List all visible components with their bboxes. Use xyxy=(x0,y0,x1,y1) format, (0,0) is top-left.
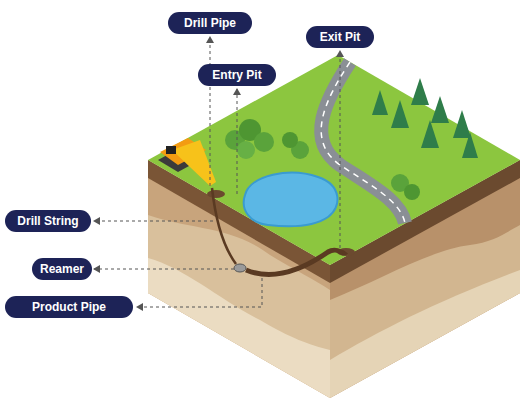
tree-crown xyxy=(404,184,420,200)
pine-tree xyxy=(453,110,471,138)
tree-crown xyxy=(237,141,255,159)
leader-line xyxy=(94,221,213,222)
leader-line xyxy=(137,278,262,307)
tree-crown xyxy=(254,132,274,152)
label-text: Drill String xyxy=(17,214,78,228)
callout-label: Reamer xyxy=(32,258,92,280)
pine-trees xyxy=(372,78,478,158)
pine-tree xyxy=(431,96,449,123)
tree-crown xyxy=(282,132,298,148)
pine-tree xyxy=(411,78,429,105)
label-text: Exit Pit xyxy=(320,30,361,44)
label-text: Reamer xyxy=(40,262,84,276)
drill-string xyxy=(212,188,236,264)
pine-tree xyxy=(462,132,478,158)
rig-boom xyxy=(172,140,216,186)
callout-label: Drill Pipe xyxy=(168,12,252,34)
round-trees xyxy=(225,119,420,200)
label-text: Product Pipe xyxy=(32,300,106,314)
lake xyxy=(244,173,338,227)
pine-tree xyxy=(391,100,409,128)
callout-label: Drill String xyxy=(5,210,91,232)
label-text: Entry Pit xyxy=(212,68,261,82)
road xyxy=(321,62,405,223)
leader-line xyxy=(94,269,234,270)
product-pipe xyxy=(246,250,346,274)
soil-layer xyxy=(330,270,520,398)
pine-tree xyxy=(372,90,388,115)
leader-line xyxy=(237,89,238,194)
road-centerline xyxy=(321,62,405,223)
leader-line xyxy=(210,37,211,186)
callout-label: Exit Pit xyxy=(306,26,374,48)
rig-cab xyxy=(166,146,176,154)
leader-lines xyxy=(94,37,340,307)
leader-line xyxy=(340,51,341,248)
callout-label: Entry Pit xyxy=(198,64,276,86)
entry-pit xyxy=(207,190,225,198)
reamer xyxy=(234,264,246,272)
pine-tree xyxy=(421,120,439,148)
soil-layer xyxy=(148,258,330,398)
grass-surface xyxy=(148,55,520,265)
callout-label: Product Pipe xyxy=(5,296,133,318)
label-text: Drill Pipe xyxy=(184,16,236,30)
drill-rig xyxy=(158,138,216,186)
